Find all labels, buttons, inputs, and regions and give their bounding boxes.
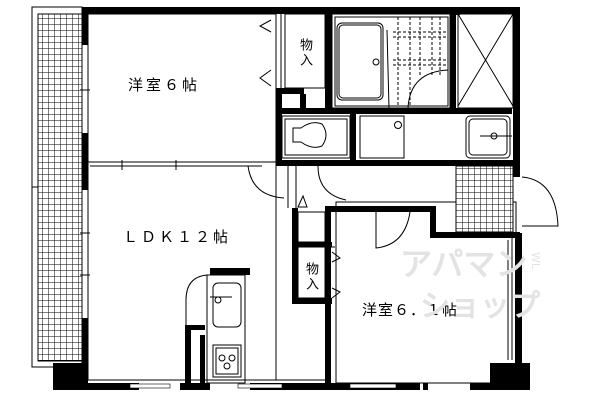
watermark-line1: アパマン xyxy=(400,245,528,283)
closet-label-lower: 物入 xyxy=(303,262,318,292)
washbasin-icon xyxy=(465,115,512,159)
interior-lines xyxy=(80,13,517,384)
gas-stove-icon xyxy=(218,354,236,370)
room-label-ldk: ＬＤＫ１２帖 xyxy=(123,228,232,246)
exterior-walls xyxy=(53,7,530,390)
toilet-icon xyxy=(281,115,351,159)
room-label-western-1: 洋室６帖 xyxy=(128,76,201,94)
washing-machine-pan-icon xyxy=(359,115,405,159)
watermark-small: WL xyxy=(529,252,542,270)
balcony xyxy=(31,6,83,368)
doors xyxy=(247,165,559,249)
windows xyxy=(129,383,397,389)
closet-door-marks xyxy=(258,19,341,299)
room-label-western-2: 洋室６．１帖 xyxy=(362,301,459,319)
bathroom-floor-pattern xyxy=(393,17,448,105)
interior-walls xyxy=(185,14,520,386)
watermark-line2: ショップ xyxy=(420,289,540,324)
bath-door-swing xyxy=(407,69,449,109)
kitchen-counter xyxy=(185,274,246,384)
entrance-tile xyxy=(455,165,514,233)
bathtub-icon xyxy=(336,22,390,109)
closet-label-upper: 物入 xyxy=(297,38,312,68)
shaft xyxy=(457,13,514,107)
